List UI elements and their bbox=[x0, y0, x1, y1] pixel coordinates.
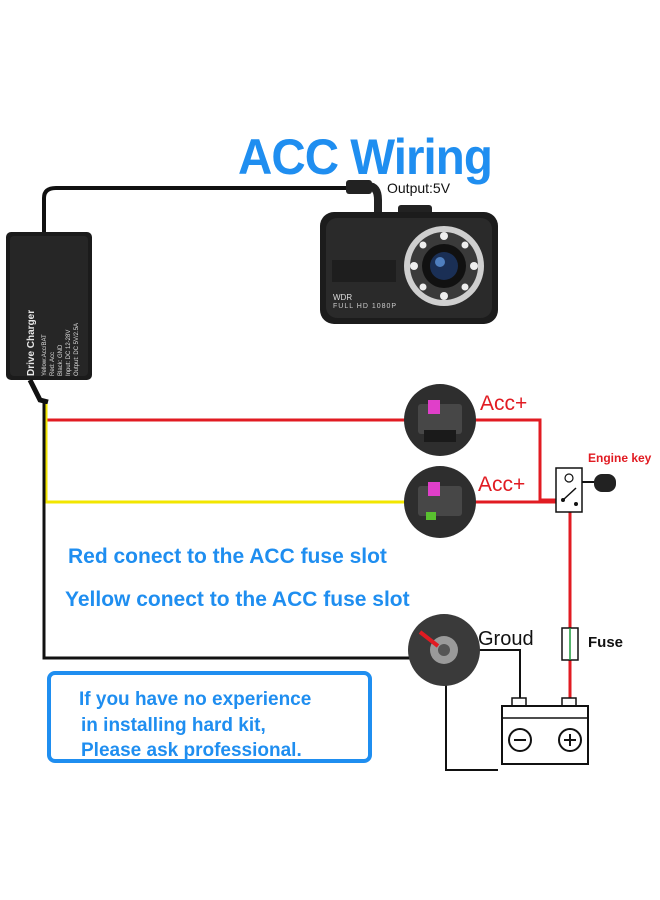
camera-lens bbox=[430, 252, 458, 280]
usb-plug bbox=[346, 180, 372, 194]
engine-key-switch bbox=[555, 467, 616, 513]
red-wire bbox=[44, 404, 410, 422]
black-wire bbox=[42, 402, 420, 660]
charger-title: Drive Charger bbox=[26, 309, 37, 376]
charger-yellow-spec: Yellow:Acc/BAT bbox=[42, 334, 48, 376]
drive-charger-label: Drive Charger Yellow:Acc/BAT Red: Acc Bl… bbox=[14, 258, 94, 378]
charger-output-spec: Output: DC 5V/2.5A bbox=[74, 322, 80, 376]
professional-notice-box: If you have no experience in installing … bbox=[47, 671, 372, 763]
acc-bottom-label: Acc+ bbox=[478, 473, 526, 496]
charger-input-spec: Input: DC 12-28V bbox=[66, 329, 72, 376]
notice-line-1: If you have no experience bbox=[79, 689, 312, 710]
diagram-title: ACC Wiring bbox=[238, 129, 493, 185]
notice-line-3: Please ask professional. bbox=[81, 740, 302, 761]
usb-cable bbox=[42, 186, 350, 234]
charger-black-spec: Black: GND bbox=[58, 344, 64, 376]
charger-red-spec: Red: Acc bbox=[50, 351, 56, 376]
engine-key-label: Engine key bbox=[588, 451, 652, 465]
fuse-symbol bbox=[561, 627, 579, 661]
charger-tail bbox=[27, 378, 49, 405]
acc-fuse-slot-top bbox=[404, 384, 476, 456]
output-voltage-label: Output:5V bbox=[387, 180, 451, 196]
red-wire-acc bbox=[470, 418, 556, 502]
acc-fuse-slot-bottom bbox=[404, 466, 476, 538]
acc-top-label: Acc+ bbox=[480, 392, 528, 415]
fuse-label: Fuse bbox=[588, 634, 624, 651]
notice-line-2: in installing hard kit, bbox=[81, 715, 266, 736]
usb-plug-bend bbox=[367, 182, 382, 214]
yellow-wire-note: Yellow conect to the ACC fuse slot bbox=[65, 588, 410, 611]
camera-resolution-label: FULL HD 1080P bbox=[333, 303, 398, 310]
ground-bolt-photo bbox=[408, 614, 480, 686]
battery-minus-icon bbox=[508, 728, 532, 752]
battery bbox=[501, 697, 589, 765]
battery-plus-icon bbox=[558, 728, 582, 752]
red-wire-note: Red conect to the ACC fuse slot bbox=[68, 545, 387, 568]
ground-label: Groud bbox=[478, 628, 534, 650]
dash-camera bbox=[320, 205, 498, 324]
camera-wdr-badge: WDR bbox=[333, 293, 353, 302]
yellow-wire bbox=[44, 404, 410, 504]
